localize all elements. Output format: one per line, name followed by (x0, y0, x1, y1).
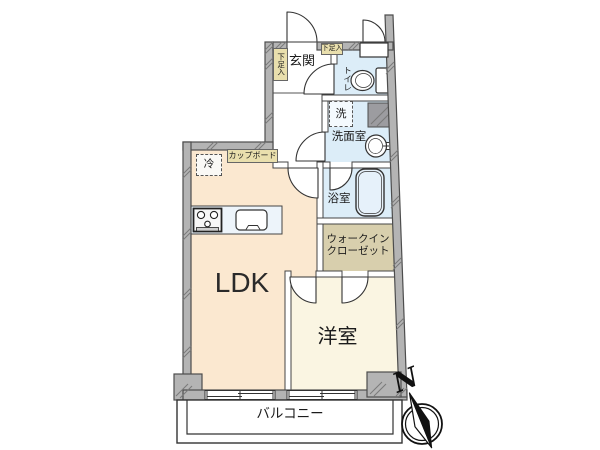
shoe-cabinet-label-left: 下足入 (273, 48, 288, 81)
ldk-door-arc (287, 167, 319, 199)
balcony-railing (176, 399, 403, 444)
window-1 (204, 390, 276, 400)
washroom-label: 洗面室 (331, 130, 367, 143)
closet-door-arc (341, 276, 369, 304)
stove-icon (192, 207, 223, 233)
compass-icon (401, 392, 443, 449)
washroom-door-arc (295, 131, 326, 162)
refrigerator-box: 冷 (196, 154, 222, 176)
bathroom-label: 浴室 (327, 193, 351, 206)
washer-box: 洗 (329, 101, 353, 127)
western-room-door-arc (289, 276, 317, 304)
shoe-cabinet-label-top: 下足入 (321, 43, 343, 55)
vanity-sink-icon (364, 134, 391, 158)
kitchen-counter (190, 205, 283, 235)
bathroom-door-arc (329, 167, 353, 191)
walk-in-closet-label: ウォークイン クローゼット (321, 227, 395, 265)
ldk-label: LDK (214, 266, 270, 298)
toilet-label: トイレ (342, 66, 353, 92)
window-2 (286, 390, 358, 400)
meter-box (359, 42, 389, 58)
kitchen-sink-icon (235, 209, 268, 231)
walk-in-closet-line1: ウォークイン (326, 233, 390, 246)
toilet-door-arc (303, 63, 335, 95)
cupboard-label: カップボード (227, 149, 278, 163)
meter-box-door-arc (362, 19, 386, 43)
western-room-label: 洋室 (317, 326, 358, 348)
entrance-door-arc (286, 11, 318, 43)
balcony-label: バルコニー (256, 405, 324, 421)
bathtub-icon (355, 168, 385, 217)
western-room-floor (291, 277, 398, 390)
walk-in-closet-floor (317, 224, 396, 271)
doors (286, 11, 386, 304)
entrance-label: 玄関 (288, 53, 315, 69)
wall-hatches (175, 41, 408, 399)
walk-in-closet-line2: クローゼット (326, 245, 390, 257)
